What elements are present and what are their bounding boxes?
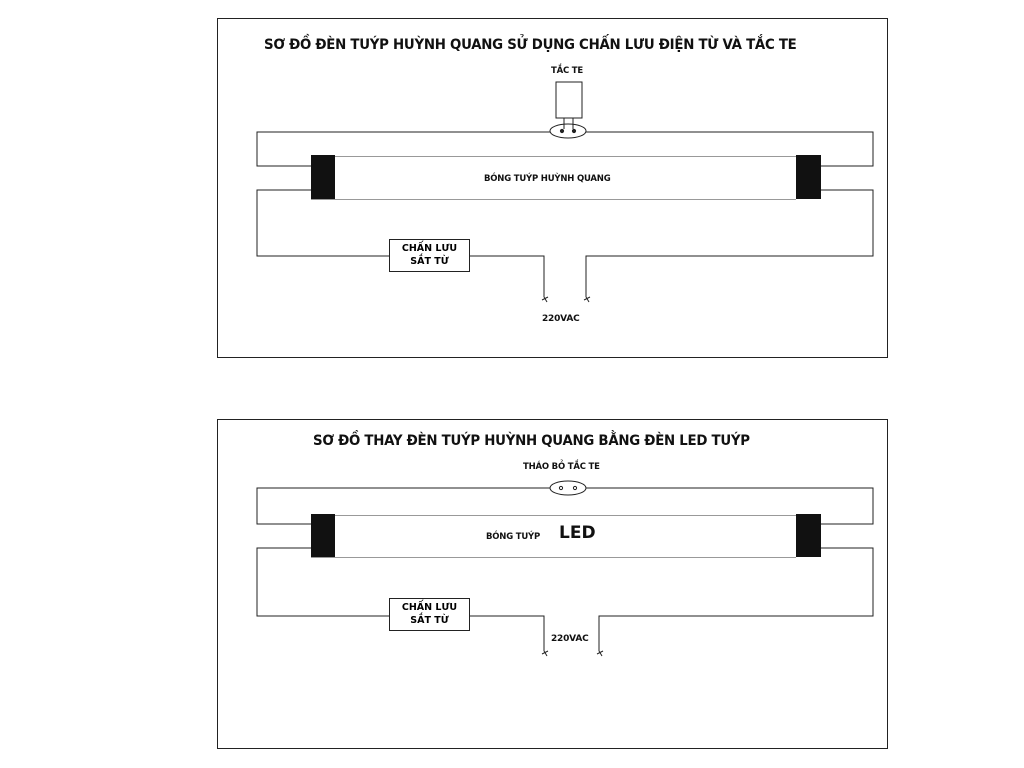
ballast-label-1: CHẤN LƯU [401,602,458,613]
ballast-label-1: CHẤN LƯU [401,243,458,254]
tube-label: BÓNG TUÝP HUỲNH QUANG [484,174,611,184]
tube-label: BÓNG TUÝP [486,532,541,542]
wiring-lines [256,480,874,657]
diagram-led-tube-replacement: CHẤN LƯU SẮT TỪ SƠ ĐỒ THAY ĐÈN TUÝP HUỲN… [217,419,888,749]
magnetic-ballast: CHẤN LƯU SẮT TỪ [389,239,470,272]
ballast-wire-to-power [470,255,545,297]
ballast-label-2: SẮT TỪ [410,615,449,626]
diagram-title: SƠ ĐỒ ĐÈN TUÝP HUỲNH QUANG SỬ DỤNG CHẤN … [264,37,797,53]
starter-socket [549,123,587,139]
starter-label: TẮC TE [551,66,583,76]
wiring-lines [256,81,874,303]
left-wire-to-ballast [256,189,389,257]
tube-label-led: LED [559,523,596,543]
led-tube [311,515,796,558]
starter-body [555,81,583,119]
tube-endcap-right [796,155,821,199]
tube-endcap-left [311,514,335,557]
ballast-label-2: SẮT TỪ [410,256,449,267]
right-wire-to-power [585,189,874,297]
left-wire-to-ballast [256,547,389,617]
power-label: 220VAC [551,634,589,644]
diagram-title: SƠ ĐỒ THAY ĐÈN TUÝP HUỲNH QUANG BẰNG ĐÈN… [313,433,750,449]
fluorescent-tube [311,156,796,200]
power-label: 220VAC [542,314,580,324]
empty-starter-socket [549,480,587,496]
ballast-wire-to-power [470,615,545,651]
diagram-fluorescent-with-starter: CHẤN LƯU SẮT TỪ SƠ ĐỒ ĐÈN TUÝP HUỲNH QUA… [217,18,888,358]
right-wire-to-power [598,547,874,651]
remove-starter-label: THÁO BỎ TẮC TE [523,462,600,472]
magnetic-ballast: CHẤN LƯU SẮT TỪ [389,598,470,631]
tube-endcap-right [796,514,821,557]
tube-endcap-left [311,155,335,199]
